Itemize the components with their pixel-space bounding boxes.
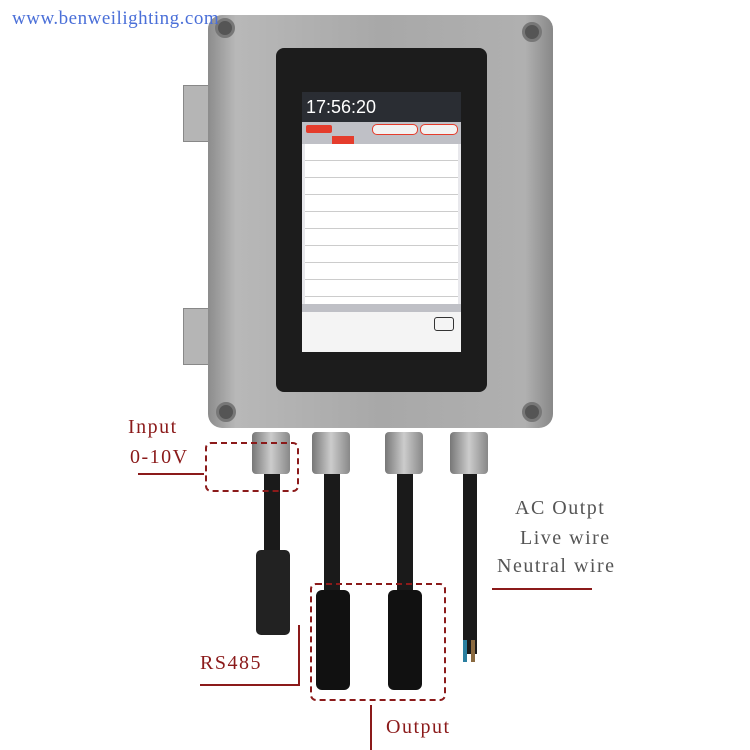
output-label: Output (386, 716, 451, 738)
ac-arrow (492, 588, 592, 590)
back-button[interactable] (434, 317, 454, 331)
input-cable (264, 474, 280, 554)
ac-cable (463, 474, 477, 654)
watermark: www.benweilighting.com (12, 8, 220, 29)
cable-gland (450, 432, 488, 474)
output-cable (324, 474, 340, 594)
input-arrow (138, 473, 204, 475)
output-arrow (370, 705, 372, 750)
screen-clock: 17:56:20 (302, 92, 461, 122)
live-wire-label: Live wire (520, 527, 611, 549)
input-label: Input (128, 416, 178, 438)
rs485-label: RS485 (200, 652, 262, 674)
rs485-arrow (298, 625, 300, 685)
cable-gland (312, 432, 350, 474)
screw-icon (215, 18, 235, 38)
neutral-wire (463, 640, 467, 662)
touch-display[interactable]: 17:56:20 (302, 92, 461, 352)
output-connector (316, 590, 350, 690)
screw-icon (216, 402, 236, 422)
output-cable (397, 474, 413, 594)
rs485-arrow (200, 684, 300, 686)
ac-output-label: AC Outpt (515, 497, 606, 519)
screw-icon (522, 402, 542, 422)
cable-gland (252, 432, 290, 474)
input-range-label: 0-10V (130, 446, 189, 468)
neutral-wire-label: Neutral wire (497, 555, 616, 577)
live-wire (471, 640, 475, 662)
input-highlight (205, 442, 299, 492)
screw-icon (522, 22, 542, 42)
cable-gland (385, 432, 423, 474)
output-highlight (310, 583, 446, 701)
output-connector (388, 590, 422, 690)
rs485-connector (256, 550, 290, 635)
